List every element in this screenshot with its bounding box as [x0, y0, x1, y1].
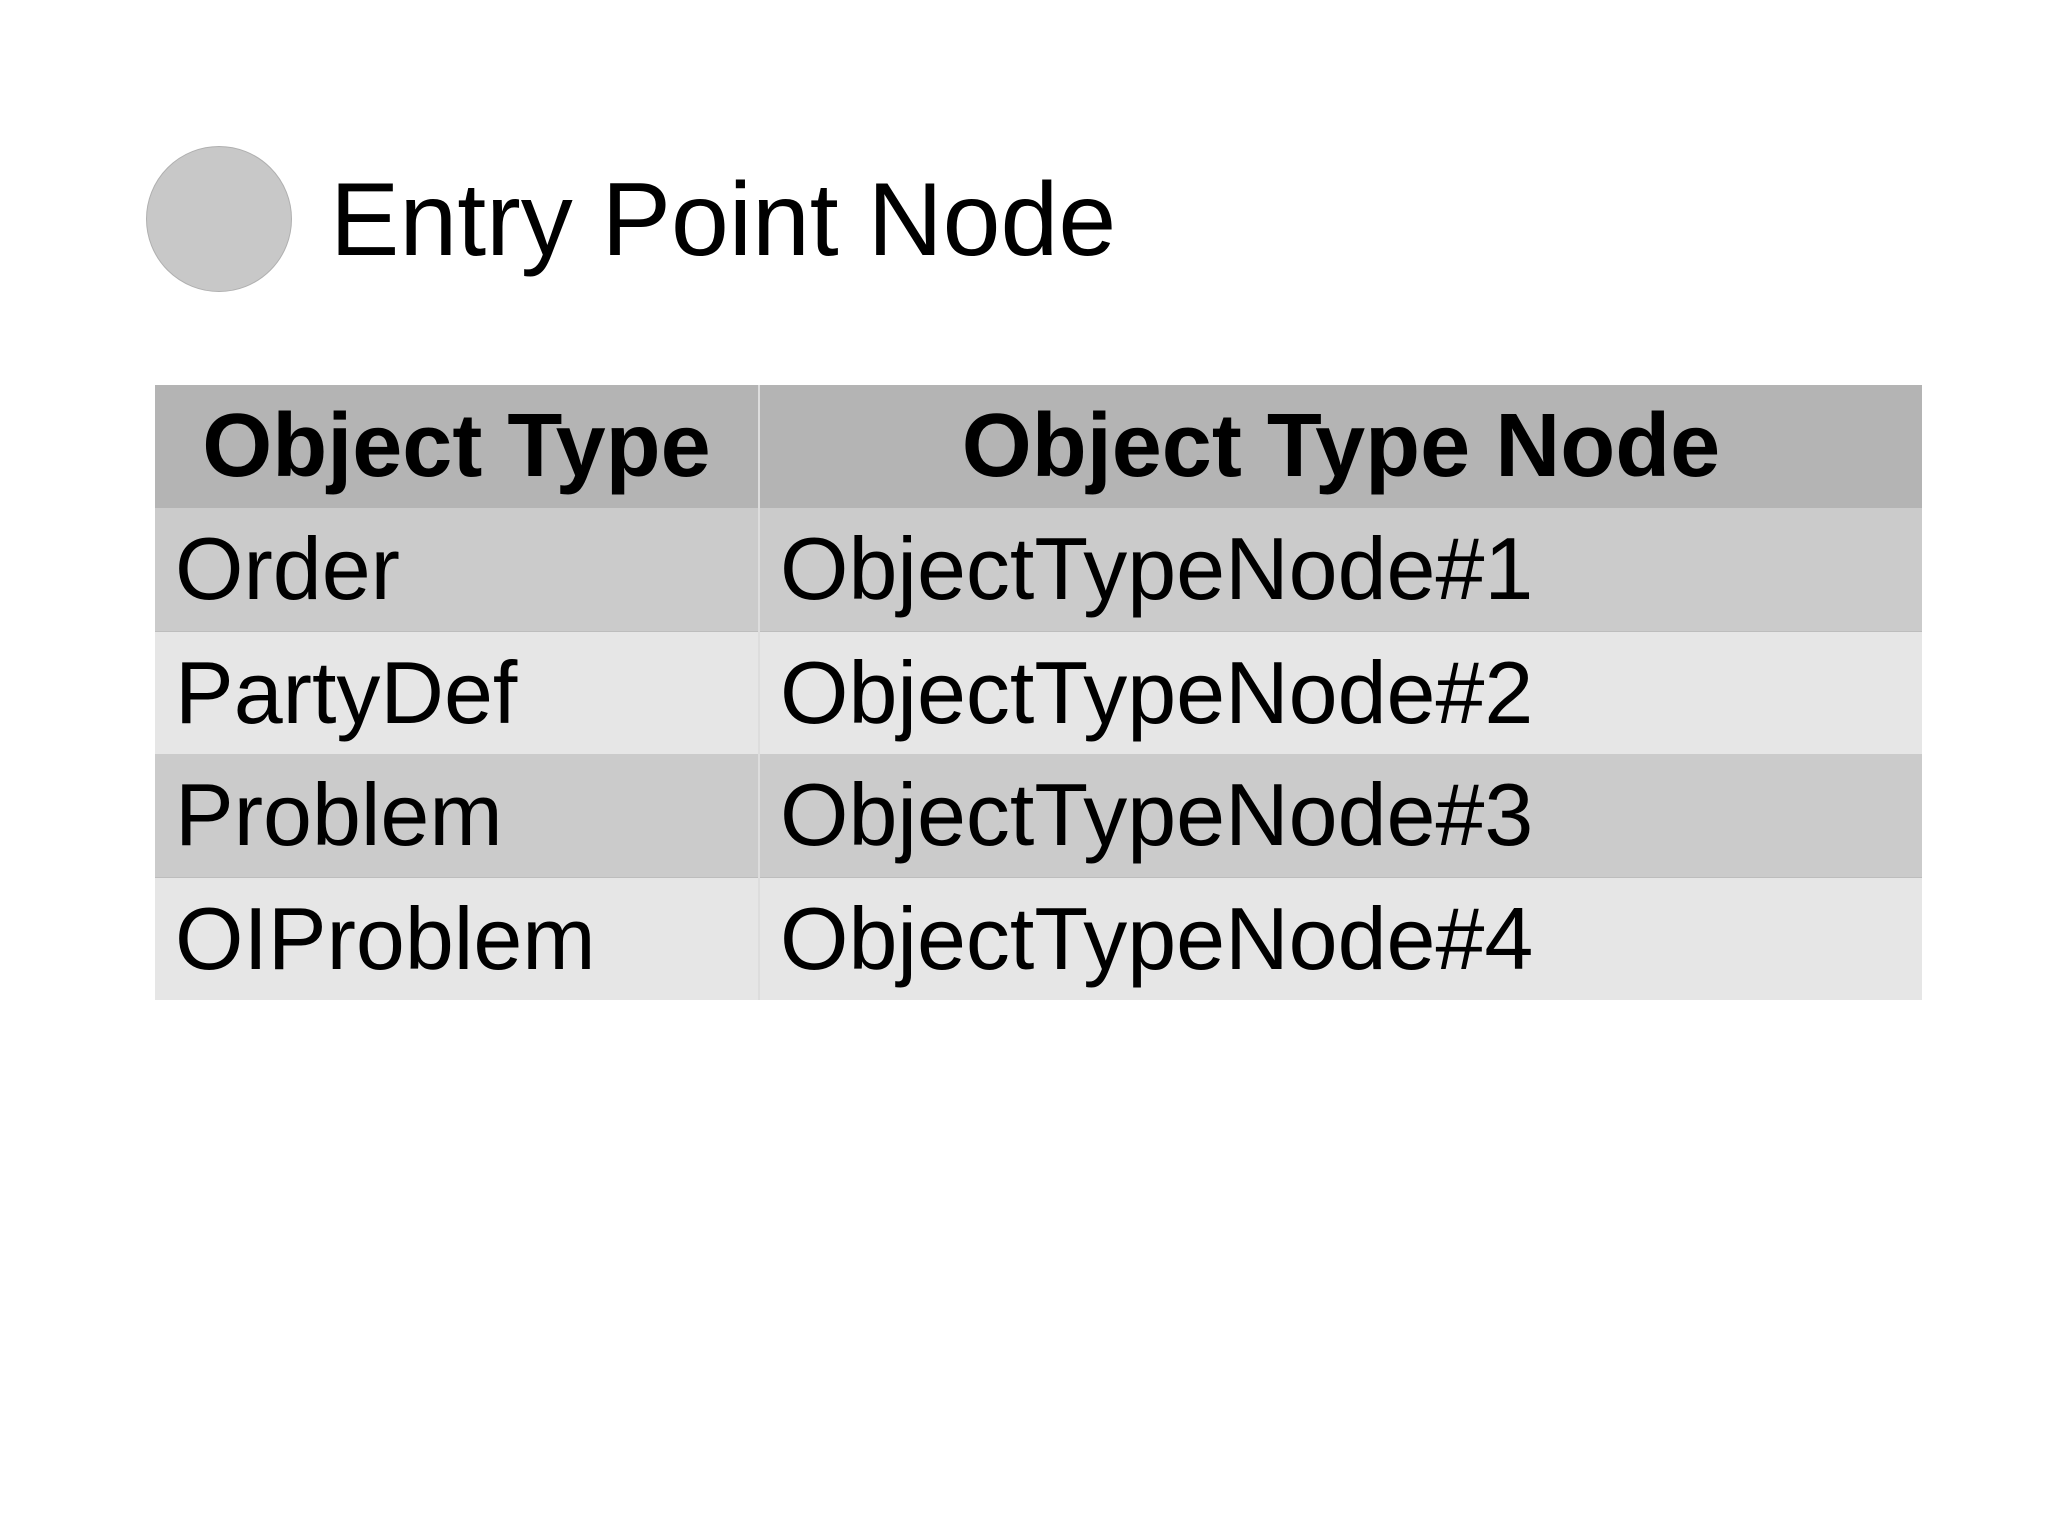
cell-object-type: PartyDef [155, 630, 760, 754]
cell-object-type-node: ObjectTypeNode#2 [759, 630, 1922, 754]
table-row: Order ObjectTypeNode#1 [155, 508, 1922, 631]
cell-object-type-node: ObjectTypeNode#1 [759, 508, 1922, 631]
cell-object-type: Order [155, 508, 760, 631]
cell-object-type: OIProblem [155, 876, 760, 1000]
entry-point-node-circle [146, 146, 292, 292]
table-row: Problem ObjectTypeNode#3 [155, 754, 1922, 877]
header-object-type: Object Type [155, 385, 760, 508]
object-type-table: Object Type Object Type Node Order Objec… [155, 385, 1922, 1000]
slide-title: Entry Point Node [330, 162, 1117, 278]
table-row: PartyDef ObjectTypeNode#2 [155, 630, 1922, 754]
cell-object-type-node: ObjectTypeNode#3 [759, 754, 1922, 877]
table-header-row: Object Type Object Type Node [155, 385, 1922, 508]
header-object-type-node: Object Type Node [759, 385, 1922, 508]
cell-object-type-node: ObjectTypeNode#4 [759, 876, 1922, 1000]
cell-object-type: Problem [155, 754, 760, 877]
table-row: OIProblem ObjectTypeNode#4 [155, 876, 1922, 1000]
